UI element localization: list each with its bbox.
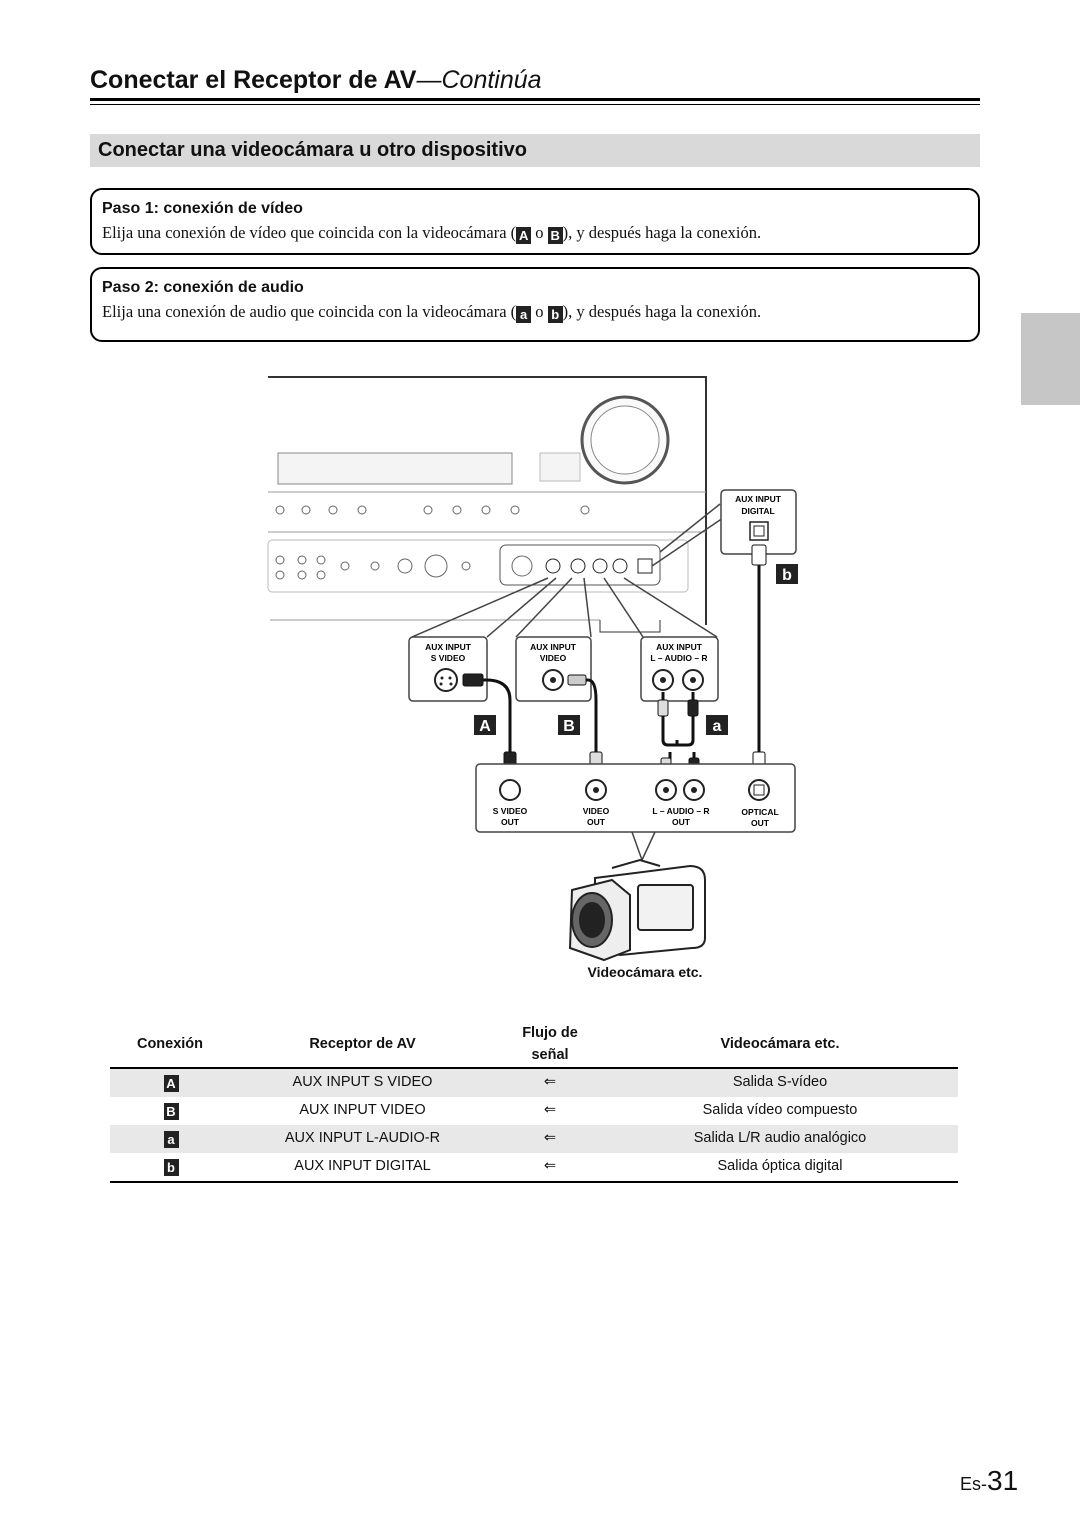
row-receptor: AUX INPUT DIGITAL [294,1158,431,1174]
row-receptor: AUX INPUT S VIDEO [292,1074,433,1090]
row-badge: A [163,1075,179,1092]
digital-input-box [720,489,797,555]
step-1-body: Elija una conexión de vídeo que coincida… [102,223,761,244]
av-receiver [267,376,707,633]
row-flujo: ⇐ [543,1074,557,1090]
row-badge: b [163,1159,179,1176]
row-camara: Salida L/R audio analógico [693,1130,867,1146]
header-rule [90,98,980,101]
step-1-text-or: o [535,223,544,242]
row-flujo: ⇐ [543,1130,557,1146]
section-title: Conectar una videocámara u otro disposit… [98,139,527,161]
diagram-badge-a [706,715,728,735]
badge-B: B [547,227,563,244]
aux-box-svideo-line1: AUX INPUT [425,642,472,652]
camcorder-icon [568,858,706,962]
page-number-value: 31 [987,1465,1019,1496]
table-header-rule [110,1067,958,1069]
step-2-text-post: ), y después haga la conexión. [562,302,762,321]
col-header-receptor: Receptor de AV [309,1036,416,1052]
section-bar [90,134,980,167]
header-title-main: Conectar el Receptor de AV [90,66,417,94]
badge-a: a [516,306,532,323]
row-camara: Salida vídeo compuesto [702,1102,858,1118]
badge-b: b [547,306,563,323]
cam-out-video-line2: OUT [587,817,606,827]
row-receptor: AUX INPUT L-AUDIO-R [284,1130,441,1146]
step-1-text-pre: Elija una conexión de vídeo que coincida… [102,223,517,242]
diagram-badge-b-label: b [782,567,792,584]
aux-box-video-line1: AUX INPUT [530,642,577,652]
cam-out-optical-line1: OPTICAL [741,807,778,817]
step-1-title: Paso 1: conexión de vídeo [102,200,303,217]
diagram-badge-a-label: a [713,718,722,735]
step-2-text-or: o [535,302,544,321]
step-1-box: Paso 1: conexión de vídeo Elija una cone… [90,188,980,255]
page-number-prefix: Es- [960,1474,987,1494]
camera-output-panel [475,763,796,861]
row-flujo: ⇐ [543,1158,557,1174]
col-header-conexion: Conexión [136,1036,204,1052]
aux-box-svideo-line2: S VIDEO [431,653,466,663]
page-header: Conectar el Receptor de AV—Continúa [90,66,542,95]
table-row: a AUX INPUT L-AUDIO-R ⇐ Salida L/R audio… [110,1125,958,1153]
diagram-badge-b [776,564,798,584]
table-row: B AUX INPUT VIDEO ⇐ Salida vídeo compues… [110,1097,958,1125]
cam-out-svideo-line1: S VIDEO [493,806,528,816]
row-camara: Salida S-vídeo [732,1074,828,1090]
col-header-flujo-line2: señal [531,1047,569,1063]
step-1-text-post: ), y después haga la conexión. [562,223,762,242]
cam-out-optical-line2: OUT [751,818,770,828]
diagram-badge-B [558,715,580,735]
cam-out-audio-line1: L – AUDIO – R [652,806,709,816]
connection-diagram: AUX INPUT DIGITAL AUX INPUT S VIDEO AUX … [267,376,798,962]
table-bottom-rule [110,1181,958,1183]
header-title-continued: —Continúa [416,66,542,94]
badge-A: A [516,227,532,244]
row-receptor: AUX INPUT VIDEO [299,1102,426,1118]
table-row: b AUX INPUT DIGITAL ⇐ Salida óptica digi… [110,1153,958,1181]
side-tab [1021,313,1080,405]
aux-box-audio-line2: L – AUDIO – R [650,653,707,663]
digital-label-line2: DIGITAL [741,506,774,516]
digital-label-line1: AUX INPUT [735,494,782,504]
diagram-badge-B-label: B [563,718,575,735]
cam-out-video-line1: VIDEO [583,806,610,816]
page-number: Es-31 [960,1465,1018,1497]
table-row: A AUX INPUT S VIDEO ⇐ Salida S-vídeo [110,1069,958,1097]
diagram-badge-A-label: A [479,718,491,735]
receiver-knobs [275,505,590,580]
col-header-camara: Videocámara etc. [720,1036,840,1052]
diagram-badge-A [474,715,496,735]
row-camara: Salida óptica digital [717,1158,843,1174]
header-rule-thin [90,104,980,105]
camcorder-caption: Videocámara etc. [587,964,703,980]
callout-lines [411,503,722,638]
row-badge: a [163,1131,179,1148]
step-2-text-pre: Elija una conexión de audio que coincida… [102,302,517,321]
aux-box-video-line2: VIDEO [540,653,567,663]
cam-out-svideo-line2: OUT [501,817,520,827]
row-flujo: ⇐ [543,1102,557,1118]
step-2-box: Paso 2: conexión de audio Elija una cone… [90,267,980,342]
aux-box-audio-line1: AUX INPUT [656,642,703,652]
row-badge: B [163,1103,179,1120]
cam-out-audio-line2: OUT [672,817,691,827]
col-header-flujo-line1: Flujo de [522,1025,578,1041]
aux-box-audio [640,636,719,702]
step-2-title: Paso 2: conexión de audio [102,279,304,296]
cables [470,554,761,760]
step-2-body: Elija una conexión de audio que coincida… [102,302,761,323]
